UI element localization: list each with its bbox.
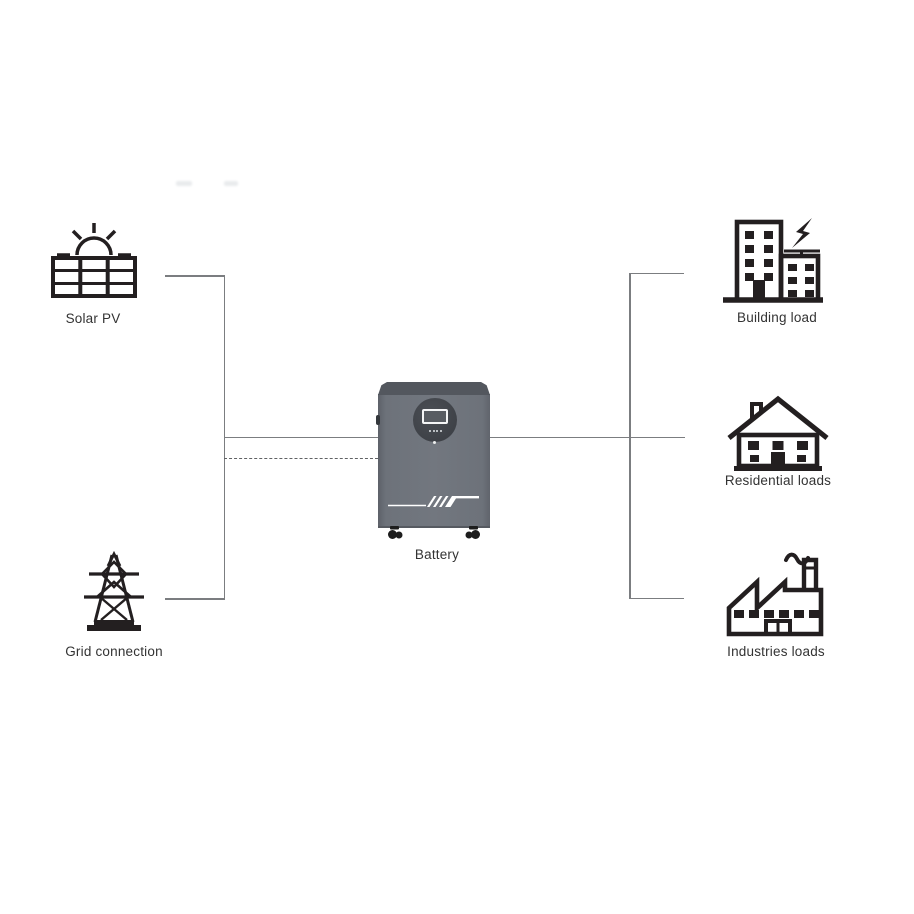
transmission-tower-icon bbox=[82, 551, 146, 635]
watermark-smudge bbox=[224, 181, 238, 186]
battery-cabinet-image bbox=[376, 382, 490, 541]
connector-bus-to-industries bbox=[629, 597, 684, 600]
battery-display-screen bbox=[422, 409, 448, 424]
battery-caster-wheel bbox=[463, 526, 483, 540]
factory-icon bbox=[724, 551, 826, 639]
industries-loads-label: Industries loads bbox=[727, 644, 825, 659]
building-load-label: Building load bbox=[737, 310, 817, 325]
connector-grid-to-bus bbox=[165, 598, 225, 600]
battery-top-cover bbox=[378, 382, 490, 395]
battery-side-port bbox=[376, 415, 380, 425]
residential-loads-label: Residential loads bbox=[724, 473, 832, 488]
connector-bus-to-building bbox=[629, 272, 684, 275]
watermark-smudge bbox=[176, 181, 192, 186]
node-solar-pv bbox=[50, 218, 138, 298]
battery-caster-wheel bbox=[385, 526, 405, 540]
battery-panel-buttons bbox=[429, 430, 442, 432]
connector-bus-to-battery-dashed bbox=[224, 458, 378, 459]
solar-pv-label: Solar PV bbox=[65, 311, 121, 326]
battery-led-indicator bbox=[433, 441, 436, 444]
connector-battery-to-loads bbox=[489, 436, 685, 439]
solar-panel-sun-icon bbox=[50, 218, 138, 298]
node-industries-loads bbox=[724, 551, 826, 639]
grid-connection-label: Grid connection bbox=[65, 644, 163, 659]
connector-bus-to-battery bbox=[224, 436, 379, 439]
node-grid-connection bbox=[82, 551, 146, 635]
node-building-load bbox=[722, 218, 824, 304]
building-lightning-icon bbox=[722, 218, 824, 304]
node-residential-loads bbox=[726, 394, 830, 472]
battery-label: Battery bbox=[414, 547, 460, 562]
connector-right-bus bbox=[629, 272, 631, 599]
battery-accent-stripes-icon bbox=[385, 493, 483, 511]
house-icon bbox=[726, 394, 830, 472]
connector-solar-to-bus bbox=[165, 275, 225, 277]
